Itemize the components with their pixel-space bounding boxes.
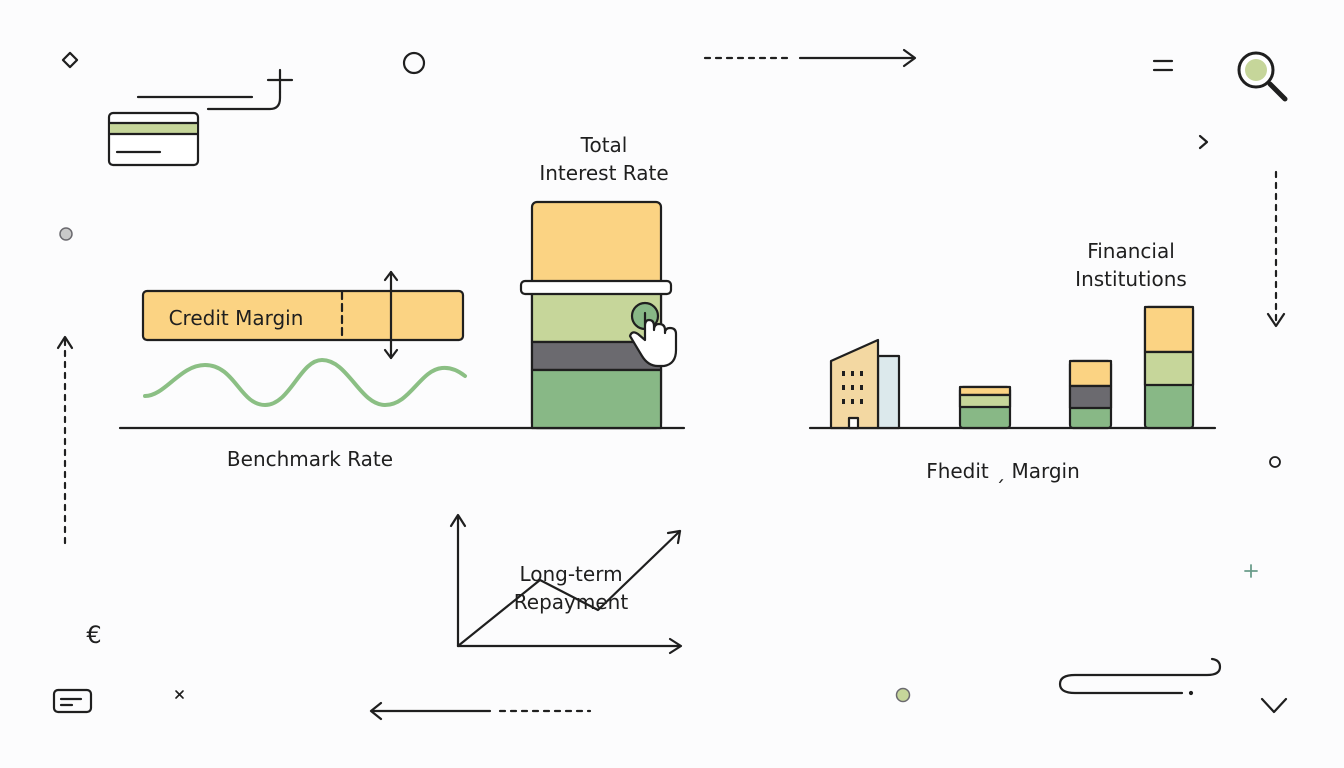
benchmark-rate-label: Benchmark Rate	[226, 447, 394, 471]
label-line: Long-term	[519, 562, 623, 586]
arrow-up-icon	[56, 335, 74, 547]
credit-margin-bar	[141, 289, 465, 342]
double-arrow-icon	[383, 270, 399, 360]
card-icon	[107, 111, 200, 167]
building-icon	[829, 338, 901, 430]
loop-line	[1058, 657, 1222, 695]
benchmark-wave	[143, 358, 467, 407]
institution-bar-1	[958, 385, 1012, 430]
connector-line	[136, 90, 282, 111]
fhedit-margin-label: Fhedit ˏ Margin	[926, 459, 1080, 483]
label-line: Financial	[1087, 239, 1175, 263]
dot-icon	[895, 687, 911, 703]
repayment-trend-line	[456, 529, 682, 648]
arrow-left-icon	[369, 701, 592, 721]
magnifier-icon	[1237, 51, 1288, 102]
arrow-right-icon	[703, 48, 917, 68]
total-interest-rate-label: Total Interest Rate	[522, 131, 686, 187]
label-line: Repayment	[513, 590, 629, 614]
equals-icon	[1152, 59, 1174, 72]
long-term-repayment-label: Long-term Repayment	[490, 560, 652, 616]
euro-icon: €	[86, 621, 102, 649]
dot-icon	[59, 227, 73, 241]
sparkle-icon	[175, 690, 184, 699]
chevron-right-icon	[1198, 134, 1209, 150]
diamond-icon	[61, 51, 79, 69]
chevron-down-icon	[1260, 697, 1288, 714]
financial-institutions-label: Financial Institutions	[1046, 237, 1216, 293]
trend-arrowhead	[666, 529, 682, 545]
dot-icon	[1188, 690, 1194, 696]
label-line: Institutions	[1075, 267, 1187, 291]
arrow-down-icon	[1266, 170, 1286, 328]
ring-icon	[1269, 456, 1281, 468]
hand-pointer-icon	[628, 301, 678, 368]
plus-icon	[1244, 564, 1258, 578]
institution-bar-2	[1068, 359, 1113, 430]
label-line: Interest Rate	[539, 161, 669, 185]
message-icon	[52, 688, 93, 714]
total-interest-column	[519, 200, 673, 430]
circle-icon	[402, 51, 426, 75]
label-line: Total	[580, 133, 628, 157]
credit-margin-label: Credit Margin	[168, 306, 304, 330]
institution-bar-3	[1143, 305, 1195, 430]
crosshair-icon	[266, 68, 294, 94]
